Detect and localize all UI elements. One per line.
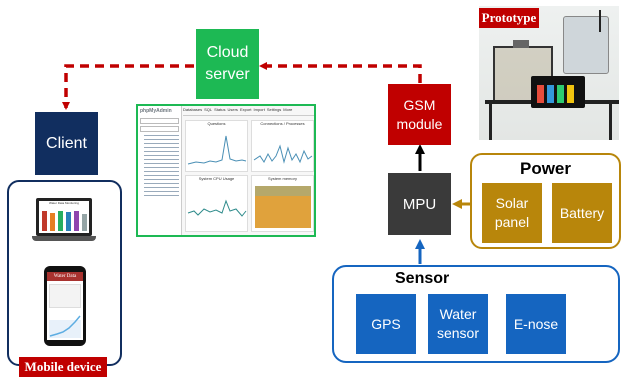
gsm-module-node: GSM module <box>388 84 451 145</box>
dashboard-tab: Import <box>253 107 265 112</box>
client-node: Client <box>35 112 98 175</box>
chart-title: System memory <box>268 176 297 181</box>
dashboard-chart-panel: Connections / Processes <box>251 120 314 172</box>
laptop-image: Water Data Monitoring <box>32 198 96 244</box>
arrow-cloud-to-client <box>62 64 194 110</box>
dashboard-tab: Export <box>239 107 252 112</box>
chart-title: System CPU Usage <box>198 176 235 181</box>
dashboard-tab: Databases <box>183 107 203 112</box>
dashboard-tabs: Databases SQL Status Users Export Import… <box>183 107 314 115</box>
dashboard-brand: phpMyAdmin <box>140 108 172 114</box>
dashboard-chart-panel: System memory <box>251 175 314 232</box>
gps-node: GPS <box>356 294 416 354</box>
power-group-title: Power <box>519 159 572 178</box>
dashboard-tab: Status <box>214 107 226 112</box>
phone-screen-title: Water Data <box>47 272 83 281</box>
chart-line <box>253 144 313 164</box>
water-sensor-node: Water sensor <box>428 294 488 354</box>
e-nose-node: E-nose <box>506 294 566 354</box>
mobile-device-label: Mobile device <box>19 357 107 377</box>
mobile-device-group: Water Data Monitoring Water Data <box>7 180 122 366</box>
prototype-photo: Prototype <box>479 6 619 140</box>
phone-image: Water Data <box>44 266 86 346</box>
dashboard-sidebar: phpMyAdmin <box>138 106 182 235</box>
chart-title: Connections / Processes <box>260 121 305 126</box>
sensor-group-title: Sensor <box>395 270 450 287</box>
dashboard-tab: Users <box>227 107 238 112</box>
laptop-screen-title: Water Data Monitoring <box>49 201 79 205</box>
dashboard-tab: More <box>283 107 293 112</box>
mpu-node: MPU <box>388 173 451 235</box>
arrow-gsm-to-cloud <box>259 62 422 83</box>
prototype-label: Prototype <box>479 8 539 28</box>
dashboard-tab: Settings <box>266 107 282 112</box>
sensor-group: Sensor GPS Water sensor E-nose <box>332 265 620 363</box>
dashboard-tab: SQL <box>204 107 213 112</box>
power-group: Power Solar panel Battery <box>470 153 621 249</box>
solar-panel-node: Solar panel <box>482 183 542 243</box>
chart-line <box>187 199 247 217</box>
battery-node: Battery <box>552 183 612 243</box>
dashboard-chart-panel: System CPU Usage <box>185 175 248 232</box>
cloud-server-node: Cloud server <box>196 29 259 99</box>
phone-chart <box>49 315 81 338</box>
chart-line <box>187 135 247 165</box>
dashboard-chart-panel: Questions <box>185 120 248 172</box>
chart-title: Questions <box>207 121 226 126</box>
dashboard-screenshot: phpMyAdmin Databases SQL Status Users Ex… <box>136 104 316 237</box>
